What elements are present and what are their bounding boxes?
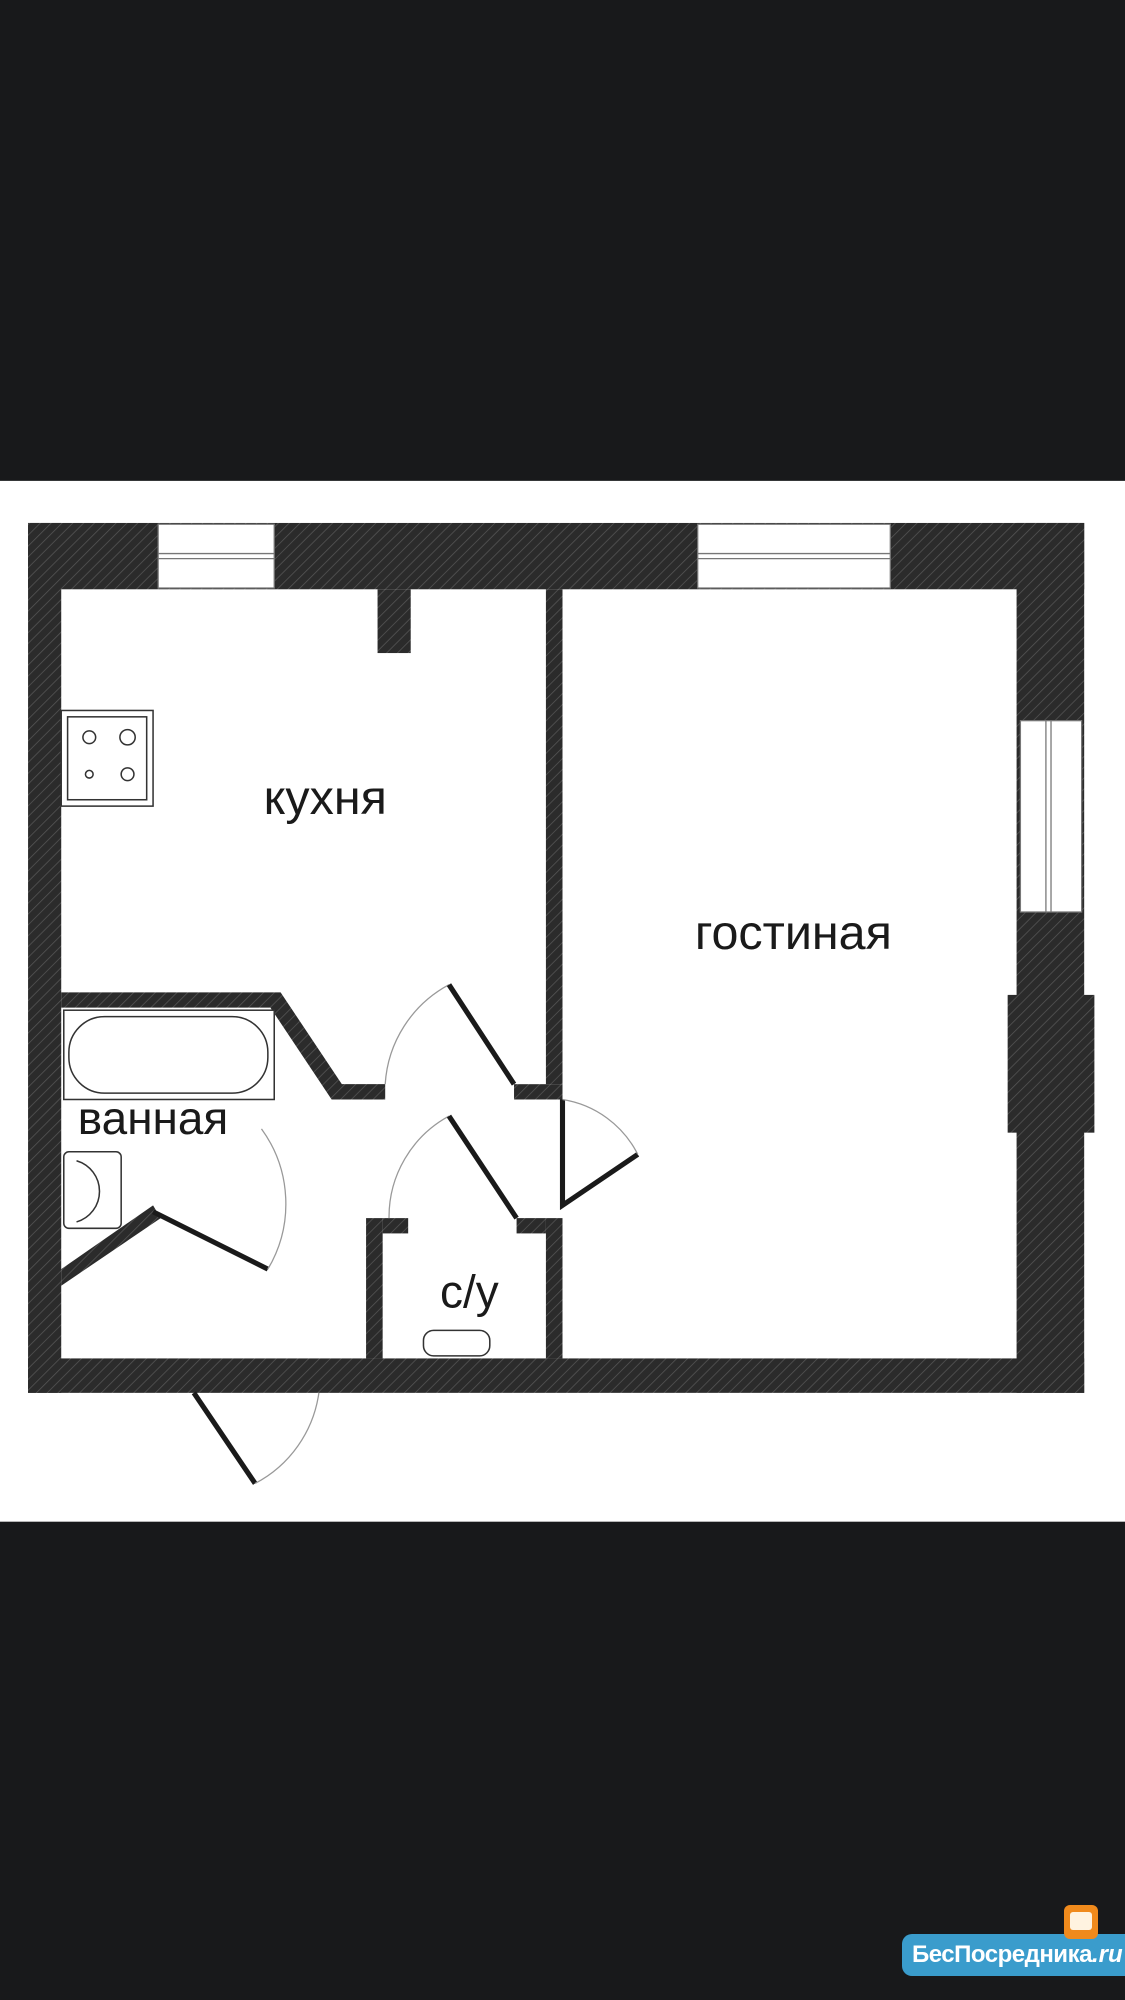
watermark-domain: .ru	[1092, 1941, 1123, 1968]
room-label-kitchen: кухня	[264, 771, 387, 825]
room-label-bathroom: ванная	[78, 1092, 228, 1144]
room-label-living-room: гостиная	[695, 906, 892, 960]
watermark-brand: БесПосредника	[912, 1941, 1092, 1968]
living-window-top	[697, 523, 891, 589]
toilet-icon	[422, 1329, 491, 1357]
kitchen-window	[157, 523, 275, 589]
walls	[28, 522, 1095, 1393]
mascot-logo-icon	[1064, 1905, 1098, 1939]
room-label-toilet: с/у	[440, 1265, 499, 1317]
windows	[157, 523, 1083, 913]
watermark-badge	[902, 1934, 1125, 1976]
fixtures	[60, 709, 491, 1357]
doors	[151, 983, 640, 1485]
